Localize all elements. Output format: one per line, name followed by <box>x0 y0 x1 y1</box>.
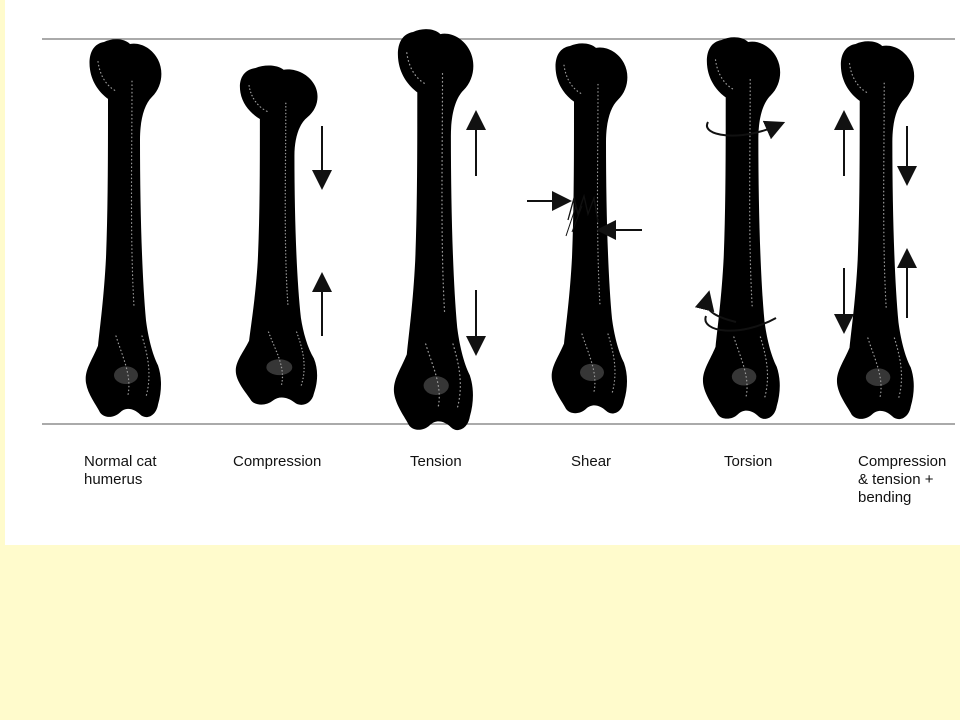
normal-humerus <box>85 38 162 418</box>
torsion-arrows <box>694 120 786 332</box>
tension-humerus <box>393 28 474 431</box>
figure-panel <box>5 0 960 545</box>
bending-arrows <box>834 110 917 334</box>
torsion-humerus <box>702 36 781 420</box>
shear-arrows <box>527 191 642 240</box>
label-normal: Normal cat humerus <box>84 453 157 488</box>
compression-humerus <box>235 64 319 406</box>
label-compression: Compression <box>233 453 322 470</box>
label-torsion: Torsion <box>724 453 773 470</box>
label-shear: Shear <box>571 453 612 470</box>
label-tension: Tension <box>410 453 462 470</box>
shear-humerus <box>551 42 628 415</box>
bending-humerus <box>836 40 915 420</box>
label-bending: Compression & tension + bending <box>858 453 947 506</box>
